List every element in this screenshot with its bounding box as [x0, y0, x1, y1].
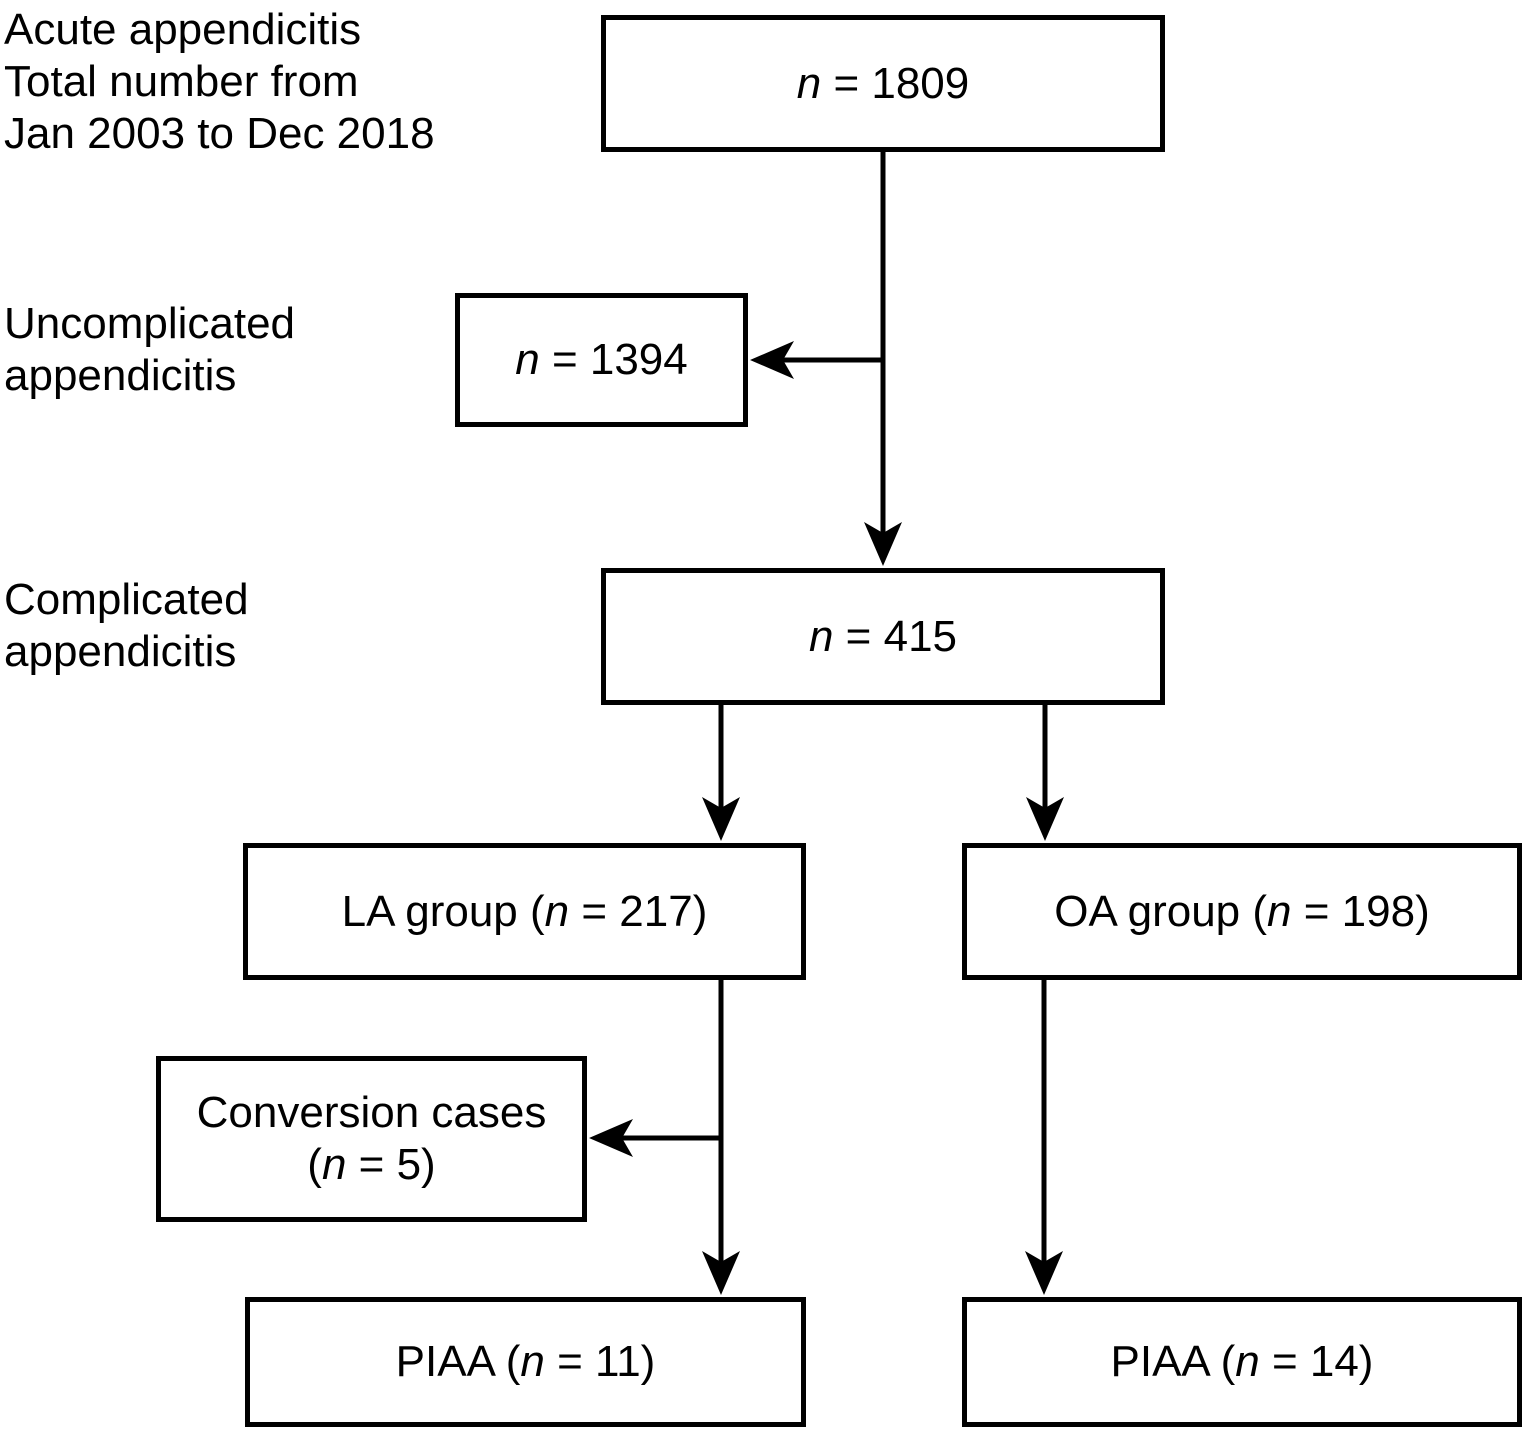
label-text: = 1809 [821, 58, 970, 108]
flow-node-piaa-oa-label: PIAA (n = 14) [1111, 1336, 1374, 1388]
label-text: = 415 [833, 611, 958, 661]
flow-node-total-label: n = 1809 [797, 58, 970, 110]
arrow-la-to-conversion [589, 1119, 723, 1157]
label-text: PIAA ( [1110, 1337, 1236, 1386]
label-n-variable: n [520, 1337, 545, 1386]
label-n-variable: n [1267, 886, 1292, 936]
arrowhead-down-icon [864, 522, 902, 566]
arrow-total-to-complicated [864, 150, 902, 566]
arrow-total-to-uncomplicated [750, 341, 885, 379]
flow-node-complicated-label: n = 415 [809, 611, 957, 663]
flow-node-oa-group: OA group (n = 198) [962, 843, 1522, 980]
arrowhead-down-icon [702, 797, 740, 841]
arrow-la-to-piaa [702, 978, 740, 1295]
label-complicated-appendicitis: Complicated appendicitis [4, 575, 249, 676]
arrowhead-left-icon [750, 341, 794, 379]
label-text: OA group ( [1054, 886, 1268, 936]
label-n-variable: n [808, 611, 834, 661]
label-n-variable: n [544, 886, 570, 936]
arrow-oa-to-piaa [1025, 978, 1063, 1295]
arrowhead-down-icon [1026, 797, 1064, 841]
label-uncomplicated-appendicitis: Uncomplicated appendicitis [4, 299, 296, 400]
label-text: PIAA ( [395, 1337, 521, 1386]
flow-node-piaa-la: PIAA (n = 11) [245, 1297, 806, 1427]
label-text: Conversion cases ( [196, 1088, 547, 1189]
label-text: = 1394 [539, 335, 688, 384]
arrowhead-down-icon [702, 1251, 740, 1295]
label-text: = 198) [1291, 886, 1430, 936]
label-n-variable: n [1235, 1337, 1260, 1386]
flow-node-uncomplicated: n = 1394 [455, 293, 748, 427]
flow-node-la-group: LA group (n = 217) [243, 843, 806, 980]
flow-node-piaa-oa: PIAA (n = 14) [962, 1297, 1522, 1427]
flow-node-piaa-la-label: PIAA (n = 11) [396, 1336, 656, 1388]
arrowhead-down-icon [1025, 1251, 1063, 1295]
label-n-variable: n [796, 58, 822, 108]
arrow-complicated-to-oa [1026, 703, 1064, 841]
label-text: = 5) [346, 1140, 436, 1189]
flow-node-complicated: n = 415 [601, 568, 1165, 705]
label-n-variable: n [321, 1140, 347, 1189]
label-acute-appendicitis-total: Acute appendicitis Total number from Jan… [4, 5, 435, 158]
label-text: LA group ( [341, 886, 545, 936]
flow-node-conversion-cases: Conversion cases (n = 5) [156, 1056, 587, 1222]
flow-node-conversion-cases-label: Conversion cases (n = 5) [197, 1087, 547, 1191]
flow-node-la-group-label: LA group (n = 217) [342, 886, 708, 938]
arrowhead-left-icon [589, 1119, 633, 1157]
label-text: = 11) [544, 1337, 656, 1386]
label-text: = 217) [569, 886, 708, 936]
label-text: = 14) [1259, 1337, 1374, 1386]
flow-node-total: n = 1809 [601, 15, 1165, 152]
flow-node-oa-group-label: OA group (n = 198) [1054, 886, 1429, 938]
label-n-variable: n [515, 335, 540, 384]
arrow-complicated-to-la [702, 703, 740, 841]
flow-node-uncomplicated-label: n = 1394 [515, 334, 688, 386]
